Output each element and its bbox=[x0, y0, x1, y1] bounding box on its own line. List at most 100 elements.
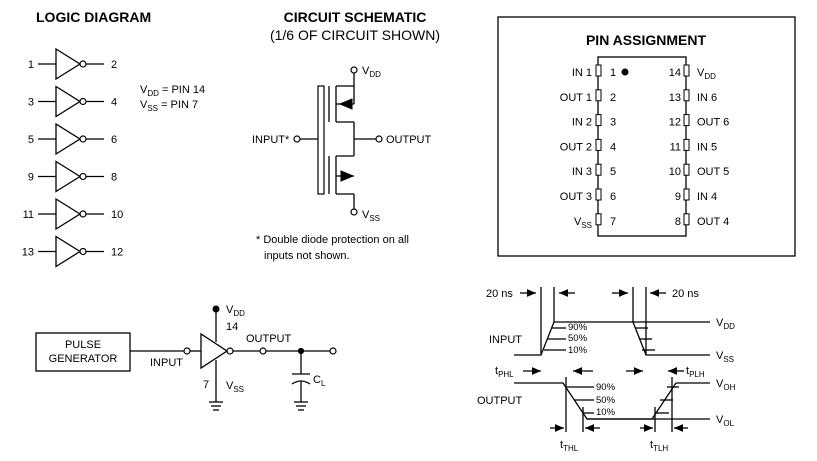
pin-number: 3 bbox=[610, 117, 616, 129]
pin-name: IN 4 bbox=[697, 191, 717, 203]
load-capacitor-label: CL bbox=[313, 374, 326, 388]
pin-name: IN 5 bbox=[697, 141, 717, 153]
schematic-output-label: OUTPUT bbox=[386, 134, 432, 146]
pulse-generator-label-line1: PULSE bbox=[65, 339, 101, 351]
pin-name: IN 1 bbox=[572, 67, 592, 79]
pin-number: 8 bbox=[675, 216, 681, 228]
test-circuit: PULSE GENERATOR INPUT VDD 14 7 VSS OUTPU… bbox=[35, 304, 337, 411]
inverter-bubble bbox=[79, 97, 87, 106]
pin-number: 14 bbox=[669, 67, 681, 79]
ground-icon bbox=[294, 401, 308, 411]
inverter-bubble bbox=[79, 60, 87, 68]
vss-terminal bbox=[350, 208, 358, 216]
pin-name: VDD bbox=[697, 67, 716, 81]
inverter-input-pin: 11 bbox=[23, 209, 34, 221]
pin-lead bbox=[683, 163, 690, 176]
pin-row-left: IN 1 1 bbox=[572, 64, 616, 79]
input-waveform bbox=[514, 321, 710, 356]
pin-lead bbox=[595, 89, 602, 102]
output-pct-10: 10% bbox=[596, 407, 616, 418]
test-input-label: INPUT bbox=[150, 357, 183, 369]
inverter-triangle-icon bbox=[55, 85, 82, 118]
tthl-label: tTHL bbox=[560, 439, 579, 453]
pin-number: 4 bbox=[610, 141, 616, 153]
pin-lead bbox=[595, 188, 602, 201]
gate-bar bbox=[317, 85, 325, 195]
inverter-output-pin: 8 bbox=[111, 172, 117, 184]
schematic-input-label: INPUT* bbox=[252, 134, 290, 146]
pin-number: 12 bbox=[669, 117, 681, 129]
pin-row-left: VSS 7 bbox=[574, 213, 616, 230]
output-pct-50: 50% bbox=[596, 395, 616, 406]
inverter-output-pin: 4 bbox=[111, 97, 117, 109]
pin-lead bbox=[683, 213, 690, 226]
timing-vdd-label: VDD bbox=[716, 317, 735, 331]
timing-input-label: INPUT bbox=[489, 334, 522, 346]
ttlh-label: tTLH bbox=[650, 439, 668, 453]
inverter-bubble bbox=[79, 210, 87, 218]
pin-row-right: 9 IN 4 bbox=[675, 188, 717, 203]
inverter-output-pin: 12 bbox=[111, 247, 123, 259]
inverter-triangle-icon bbox=[55, 122, 82, 156]
dut-inverter bbox=[200, 332, 229, 370]
pin-lead bbox=[595, 64, 602, 77]
pin-row-left: IN 3 5 bbox=[572, 163, 616, 178]
pin-name: OUT 4 bbox=[697, 216, 729, 228]
pin-number: 1 bbox=[610, 67, 616, 79]
pin-name: OUT 3 bbox=[560, 191, 592, 203]
pin-number: 10 bbox=[669, 166, 681, 178]
timing-vss-label: VSS bbox=[716, 350, 734, 364]
timing-diagram: 20 ns 20 ns INPUT VDD VSS 90% 50% 10% tP… bbox=[477, 287, 736, 453]
fall-time-label: 20 ns bbox=[672, 288, 699, 300]
pin-name: IN 3 bbox=[572, 166, 592, 178]
test-output-end-terminal bbox=[329, 347, 337, 355]
pin-lead bbox=[595, 138, 602, 151]
logic-diagram-title: LOGIC DIAGRAM bbox=[36, 9, 151, 25]
test-input-terminal bbox=[183, 347, 191, 355]
timing-vol-label: VOL bbox=[716, 414, 735, 428]
pin-number: 7 bbox=[610, 216, 616, 228]
inverter-triangle-icon bbox=[55, 197, 82, 231]
pin-lead bbox=[595, 163, 602, 176]
pmos-transistor bbox=[328, 85, 355, 123]
pin-name: IN 6 bbox=[697, 92, 717, 104]
test-vss-label: VSS bbox=[226, 380, 244, 394]
pin-assignment-title: PIN ASSIGNMENT bbox=[586, 32, 706, 48]
pin-row-left: OUT 3 6 bbox=[560, 188, 616, 203]
input-pct-10: 10% bbox=[568, 345, 588, 356]
rise-time-label: 20 ns bbox=[486, 288, 513, 300]
schematic-note-line2: inputs not shown. bbox=[264, 250, 350, 262]
output-pct-90: 90% bbox=[596, 382, 616, 393]
pin-lead bbox=[683, 89, 690, 102]
input-pct-50: 50% bbox=[568, 333, 588, 344]
schematic-note-line1: * Double diode protection on all bbox=[256, 234, 409, 246]
output-terminal bbox=[375, 135, 383, 143]
pin-row-right: 8 OUT 4 bbox=[675, 213, 729, 228]
pin-number: 9 bbox=[675, 191, 681, 203]
dut-bubble bbox=[226, 347, 234, 355]
inverter-output-pin: 6 bbox=[111, 134, 117, 146]
pin-name: OUT 6 bbox=[697, 117, 729, 129]
ground-icon bbox=[209, 401, 223, 411]
pin-name: VSS bbox=[574, 216, 592, 230]
inverter-input-pin: 9 bbox=[28, 172, 34, 184]
pin-number: 6 bbox=[610, 191, 616, 203]
pin-number: 5 bbox=[610, 166, 616, 178]
pulse-generator-label-line2: GENERATOR bbox=[49, 353, 118, 365]
pin-row-right: 14 VDD bbox=[669, 64, 716, 81]
inverter-triangle-icon bbox=[55, 235, 82, 268]
input-terminal bbox=[293, 135, 301, 143]
inverter-input-pin: 13 bbox=[22, 247, 34, 259]
inverter-triangle-icon bbox=[55, 160, 82, 193]
pin-lead bbox=[595, 213, 602, 226]
